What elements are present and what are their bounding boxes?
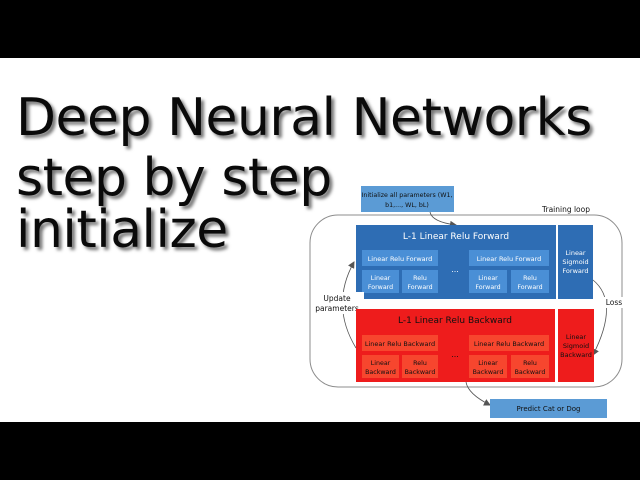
- predict-box-label: Predict Cat or Dog: [517, 405, 581, 413]
- forward-right-relu-l1: Relu: [523, 275, 537, 282]
- forward-left-relu-l2: Forward: [407, 284, 432, 291]
- title-line-3: initialize: [16, 200, 228, 260]
- backward-right-linear-l2: Backward: [473, 369, 504, 376]
- backward-ellipsis: ...: [451, 350, 459, 359]
- title-line-2: step by step: [16, 148, 332, 208]
- loss-label-bg: [603, 297, 625, 308]
- top-letterbox-bar: [0, 0, 640, 58]
- loss-arrow: [592, 279, 607, 356]
- training-loop-label: Training loop: [541, 205, 590, 214]
- update-label-bg: [312, 292, 364, 314]
- forward-left-header: Linear Relu Forward: [368, 255, 433, 263]
- initialize-parameters-text-line-2: b1,..., WL, bL): [385, 202, 429, 209]
- forward-right-header: Linear Relu Forward: [477, 255, 542, 263]
- backward-relu-title: L-1 Linear Relu Backward: [398, 316, 512, 326]
- sigmoid-forward-box: [558, 225, 593, 299]
- backward-left-relu-l1: Relu: [413, 360, 427, 367]
- forward-ellipsis: ...: [451, 265, 459, 274]
- sigmoid-backward-l2: Sigmoid: [563, 342, 589, 350]
- backward-right-relu-l1: Relu: [523, 360, 537, 367]
- forward-left-relu-l1: Relu: [413, 275, 427, 282]
- init-to-forward-arrow: [429, 211, 457, 228]
- forward-left-linear-box: [362, 270, 399, 293]
- forward-left-relu-box: [402, 270, 438, 293]
- bottom-letterbox-bar: [0, 422, 640, 480]
- backward-left-header: Linear Relu Backward: [365, 340, 435, 348]
- forward-right-linear-l2: Forward: [475, 284, 500, 291]
- backward-right-header-box: [469, 335, 549, 351]
- backward-left-linear-box: [362, 355, 399, 378]
- title-line-1: Deep Neural Networks: [16, 88, 592, 148]
- forward-left-linear-l2: Forward: [368, 284, 393, 291]
- backward-left-linear-l2: Backward: [365, 369, 396, 376]
- backward-right-linear-l1: Linear: [478, 360, 498, 367]
- sigmoid-forward-l1: Linear: [565, 249, 586, 257]
- forward-right-linear-box: [469, 270, 507, 293]
- forward-left-header-box: [362, 250, 438, 266]
- forward-left-linear-l1: Linear: [371, 275, 391, 282]
- loss-label: Loss: [606, 298, 623, 307]
- backward-right-linear-box: [469, 355, 507, 378]
- update-label-l1: Update: [323, 294, 351, 303]
- to-predict-arrow: [465, 381, 491, 406]
- backward-right-relu-l2: Backward: [515, 369, 546, 376]
- initialize-parameters-box: [361, 186, 454, 212]
- predict-box: [490, 399, 607, 418]
- backward-right-relu-box: [511, 355, 549, 378]
- sigmoid-backward-l3: Backward: [560, 351, 592, 359]
- backward-left-linear-l1: Linear: [371, 360, 391, 367]
- backward-right-header: Linear Relu Backward: [474, 340, 544, 348]
- sigmoid-backward-l1: Linear: [566, 333, 587, 341]
- sigmoid-backward-box: [558, 309, 594, 382]
- initialize-parameters-text-line-1: Initialize all parameters (W1,: [362, 192, 453, 199]
- backward-left-header-box: [362, 335, 438, 351]
- forward-right-header-box: [469, 250, 549, 266]
- forward-relu-title: L-1 Linear Relu Forward: [403, 232, 509, 242]
- sigmoid-forward-l2: Sigmoid: [562, 258, 588, 266]
- backward-left-relu-l2: Backward: [405, 369, 436, 376]
- update-label-l2: parameters: [315, 304, 359, 313]
- forward-right-relu-box: [511, 270, 549, 293]
- backward-left-relu-box: [402, 355, 438, 378]
- forward-right-linear-l1: Linear: [478, 275, 498, 282]
- sigmoid-forward-l3: Forward: [562, 267, 588, 275]
- forward-right-relu-l2: Forward: [517, 284, 542, 291]
